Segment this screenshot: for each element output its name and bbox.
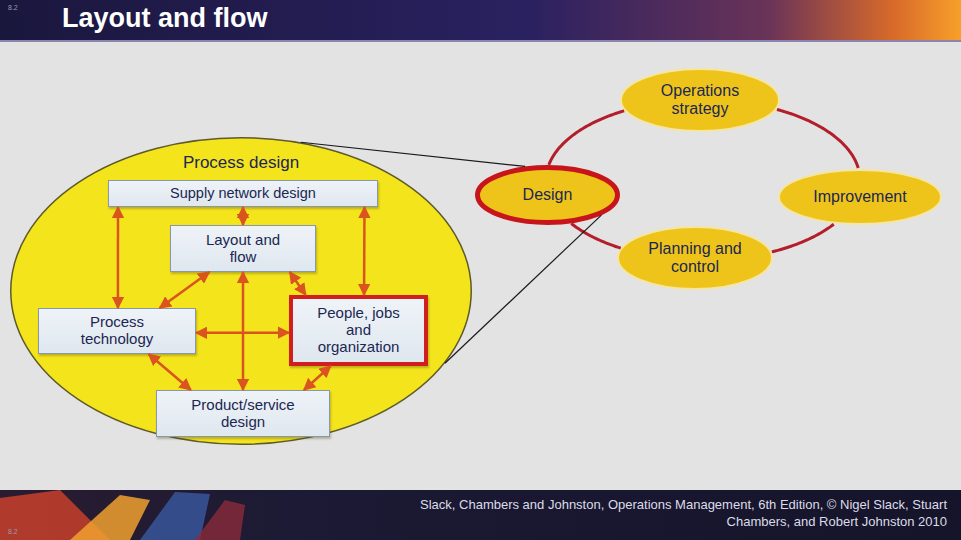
process-design-ellipse: Process designSupply network designLayou… <box>10 137 472 445</box>
text-wrapper: Supply network design <box>109 181 377 206</box>
activity-ellipse: Improvement <box>778 169 942 225</box>
activity-ellipse: Planning and control <box>617 226 773 290</box>
node-label: Planning and control <box>635 240 755 276</box>
group-heading: Process design <box>183 153 299 172</box>
text-wrapper: Layout and flow <box>171 226 315 271</box>
ellipse-shape <box>478 168 618 223</box>
flow-arrow <box>160 272 210 308</box>
text-wrapper: Planning and control <box>617 226 773 290</box>
node-label: Design <box>523 186 573 204</box>
connector-group <box>118 109 858 390</box>
footer-shape <box>195 500 245 540</box>
node-label: Improvement <box>813 188 906 206</box>
footer-shape <box>140 492 210 540</box>
flow-arrow <box>149 354 191 390</box>
text-wrapper: Product/service design <box>157 391 329 436</box>
text-wrapper: Process technology <box>39 309 195 353</box>
node-label: Operations strategy <box>644 82 756 118</box>
slide-title: Layout and flow <box>62 3 268 34</box>
cycle-arc <box>571 224 620 249</box>
text-wrapper: Operations strategy <box>620 68 780 132</box>
activity-ellipse: Operations strategy <box>620 68 780 132</box>
zoom-leader-line <box>445 215 601 363</box>
flow-arrow <box>290 272 306 295</box>
node-label: Layout and flow <box>198 232 288 266</box>
process-box: Layout and flow <box>170 225 316 272</box>
ellipse-shape <box>618 227 772 289</box>
cycle-arc <box>777 109 858 168</box>
zoom-leader-line <box>301 142 525 166</box>
ellipse-shape <box>779 170 941 224</box>
ellipse-shape <box>11 138 472 445</box>
title-text: Layout and flow <box>62 3 268 34</box>
flow-arrow <box>304 366 331 390</box>
highlighted-activity-ellipse: Design <box>475 165 620 225</box>
process-box: Product/service design <box>156 390 330 437</box>
slide-number: 8.2 <box>8 528 18 535</box>
flow-arrow <box>242 207 245 225</box>
footer-band <box>0 490 961 540</box>
footer-shape <box>70 495 150 540</box>
cycle-arc <box>549 111 624 165</box>
highlighted-process-box: People, jobs and organization <box>289 295 428 366</box>
header-band <box>0 0 961 40</box>
node-label: Product/service design <box>178 397 308 431</box>
text-wrapper: Improvement <box>778 169 942 225</box>
caption-line: Slack, Chambers and Johnston, Operations… <box>367 497 947 531</box>
text-wrapper: Design <box>475 165 620 225</box>
flow-arrow <box>117 207 120 308</box>
ellipse-shape <box>621 69 779 131</box>
slide-number: 8.2 <box>8 4 18 11</box>
header-rule <box>0 40 961 42</box>
node-label: Process technology <box>62 314 172 348</box>
flow-arrow <box>196 331 289 334</box>
node-label: People, jobs and organization <box>307 305 411 355</box>
process-box: Process technology <box>38 308 196 354</box>
cycle-arc <box>772 224 834 252</box>
flow-arrow <box>363 207 366 295</box>
caption-text: Slack, Chambers and Johnston, Operations… <box>367 497 947 531</box>
text-wrapper: People, jobs and organization <box>293 299 424 362</box>
node-label: Supply network design <box>170 185 316 201</box>
process-box: Supply network design <box>108 180 378 207</box>
flow-arrow <box>242 272 245 390</box>
